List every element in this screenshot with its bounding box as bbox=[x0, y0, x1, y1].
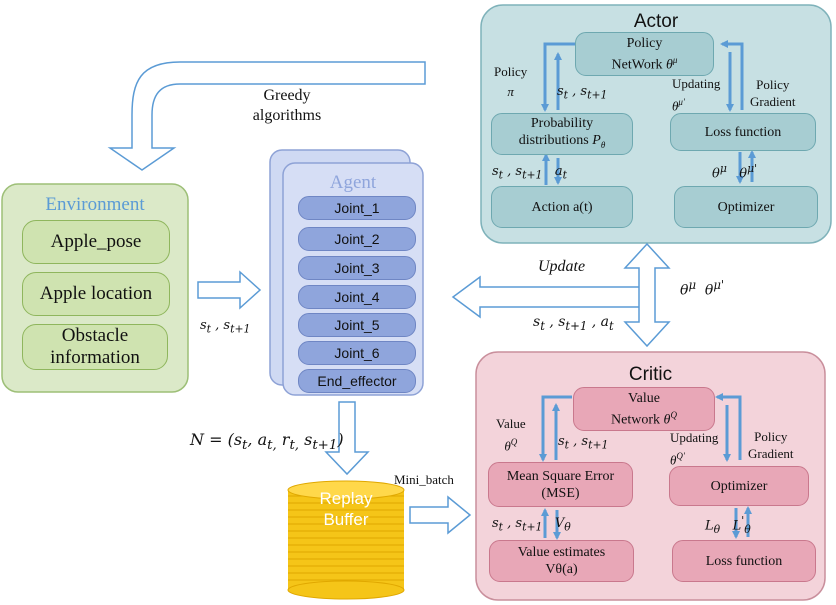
actor-policy-pi-label: Policy π bbox=[494, 62, 527, 102]
critic-title: Critic bbox=[476, 364, 825, 386]
greedy-label: Greedy algorithms bbox=[237, 86, 337, 126]
actor-action-box: Action a(t) bbox=[491, 186, 633, 228]
greedy-line1: Greedy bbox=[237, 86, 337, 106]
critic-loss-function-box: Loss function bbox=[672, 540, 816, 582]
actor-loss-function: Loss function bbox=[670, 113, 816, 151]
actor-state-action-label: st , st+1 at bbox=[492, 164, 567, 182]
actor-policy-network: PolicyNetWork θμ bbox=[575, 32, 714, 76]
actor-updating-label: Updating θμ' bbox=[672, 74, 720, 115]
environment-title: Environment bbox=[2, 194, 188, 216]
replay-line1: Replay bbox=[288, 488, 404, 509]
mini-batch-label: Mini_batch bbox=[394, 472, 454, 488]
env-item-obstacle-information: Obstacle information bbox=[22, 324, 168, 370]
agent-end-effector: End_effector bbox=[298, 369, 416, 393]
update-theta-label: θμ θμ' bbox=[680, 278, 724, 299]
agent-joint-1: Joint_1 bbox=[298, 196, 416, 220]
actor-title: Actor bbox=[481, 11, 831, 33]
actor-state-label: st , st+1 bbox=[557, 84, 607, 102]
replay-buffer-label: Replay Buffer bbox=[288, 488, 404, 530]
agent-joint-4: Joint_4 bbox=[298, 285, 416, 309]
actor-theta-label: θμ θμ' bbox=[712, 162, 757, 181]
actor-policy-gradient-label: Policy Gradient bbox=[750, 76, 795, 110]
critic-value-network: ValueNetwork θQ bbox=[573, 387, 715, 431]
agent-joint-2: Joint_2 bbox=[298, 227, 416, 251]
critic-value-estimates-box: Value estimatesVθ(a) bbox=[489, 540, 634, 582]
env-to-agent-label: st , st+1 bbox=[200, 318, 250, 336]
env-to-agent-arrow bbox=[198, 272, 260, 308]
actor-optimizer-box: Optimizer bbox=[674, 186, 818, 228]
replay-line2: Buffer bbox=[288, 509, 404, 530]
update-state-label: st , st+1 , at bbox=[533, 314, 614, 333]
agent-joint-3: Joint_3 bbox=[298, 256, 416, 280]
critic-updating-label: Updating θQ' bbox=[670, 428, 718, 469]
critic-policy-gradient-label: Policy Gradient bbox=[748, 428, 793, 462]
critic-loss-label: Lθ L'θ bbox=[705, 514, 751, 536]
update-hollow-arrow bbox=[453, 277, 640, 317]
agent-title: Agent bbox=[283, 172, 423, 194]
critic-optimizer-box: Optimizer bbox=[669, 466, 809, 506]
agent-joint-6: Joint_6 bbox=[298, 341, 416, 365]
critic-mse-box: Mean Square Error(MSE) bbox=[488, 462, 633, 507]
transition-label: N = (st, at, rt, st+1) bbox=[190, 430, 344, 453]
critic-state-label: st , st+1 bbox=[558, 434, 608, 452]
critic-state-v-label: st , st+1 Vθ bbox=[492, 516, 571, 534]
actor-probability-distributions: Probabilitydistributions Pθ bbox=[491, 113, 633, 155]
critic-value-label: Value θQ bbox=[496, 414, 526, 455]
update-label: Update bbox=[538, 258, 585, 276]
env-item-apple-pose: Apple_pose bbox=[22, 220, 170, 264]
env-item-apple-location: Apple location bbox=[22, 272, 170, 316]
greedy-line2: algorithms bbox=[237, 106, 337, 126]
agent-joint-5: Joint_5 bbox=[298, 313, 416, 337]
replay-to-critic-arrow bbox=[410, 497, 470, 533]
